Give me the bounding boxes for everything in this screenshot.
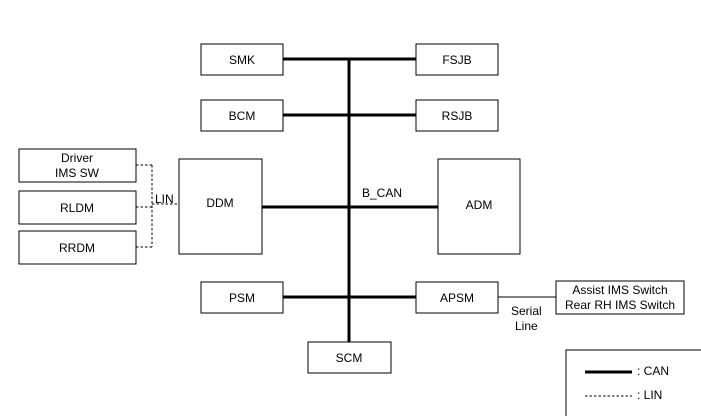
legend-lin-label: : LIN: [637, 388, 662, 402]
module-assist-ims-switch: Assist IMS Switch Rear RH IMS Switch: [555, 280, 685, 315]
module-rrdm-label: RRDM: [59, 241, 95, 255]
can-bus: [262, 57, 438, 342]
module-rsjb-label: RSJB: [442, 109, 473, 123]
legend-border: [565, 349, 701, 416]
module-driver-ims-sw: Driver IMS SW: [18, 148, 137, 183]
module-bcm-label: BCM: [229, 109, 256, 123]
module-fsjb-label: FSJB: [442, 53, 471, 67]
module-psm: PSM: [200, 281, 284, 314]
module-smk: SMK: [200, 43, 284, 76]
module-psm-label: PSM: [229, 291, 255, 305]
module-ddm-label: DDM: [206, 196, 233, 210]
assist-ims-label-line1: Assist IMS Switch: [572, 283, 667, 297]
legend: : CAN : LIN: [565, 349, 701, 416]
b-can-label: B_CAN: [362, 186, 402, 200]
lin-label: LIN: [155, 192, 174, 206]
module-adm: ADM: [437, 158, 521, 255]
module-apsm-label: APSM: [440, 291, 474, 305]
module-rldm-label: RLDM: [60, 201, 94, 215]
module-driver-ims-sw-label-line1: Driver: [61, 151, 93, 165]
assist-ims-label-line2: Rear RH IMS Switch: [565, 298, 675, 312]
module-smk-label: SMK: [229, 53, 255, 67]
module-bcm: BCM: [200, 99, 284, 132]
serial-line-label-line2: Line: [515, 319, 538, 333]
module-ddm: DDM: [178, 158, 263, 255]
module-apsm: APSM: [415, 281, 499, 314]
module-scm-label: SCM: [336, 351, 363, 365]
module-fsjb: FSJB: [415, 43, 499, 76]
module-driver-ims-sw-label-line2: IMS SW: [55, 166, 100, 180]
module-rsjb: RSJB: [415, 99, 499, 132]
lin-bus: [136, 164, 179, 248]
module-scm: SCM: [307, 341, 392, 374]
module-rrdm: RRDM: [18, 230, 137, 265]
module-adm-label: ADM: [466, 198, 493, 212]
legend-can-label: : CAN: [637, 364, 669, 378]
serial-line-label-line1: Serial: [511, 304, 542, 318]
module-rldm: RLDM: [18, 190, 137, 225]
